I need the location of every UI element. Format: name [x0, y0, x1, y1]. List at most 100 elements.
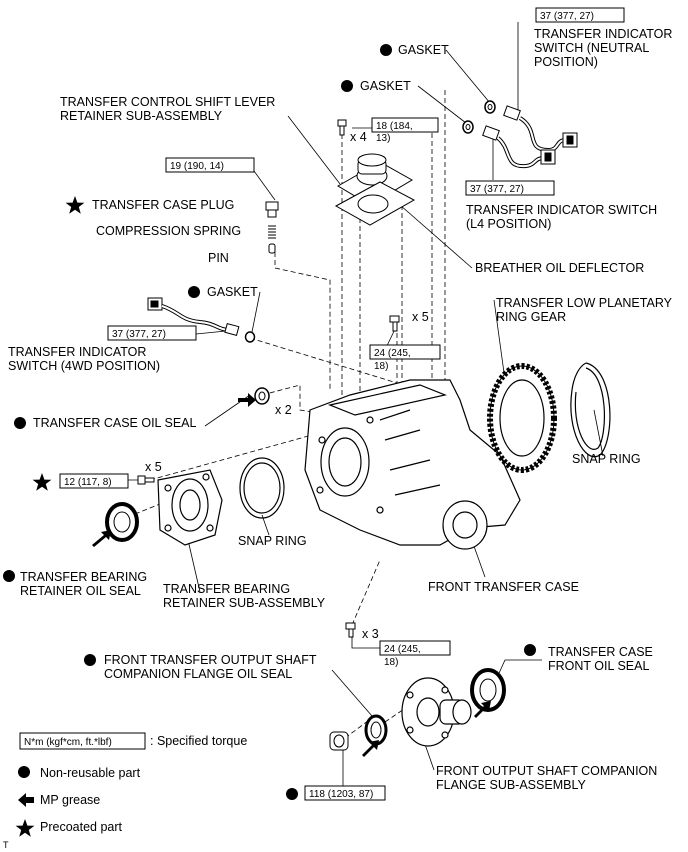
qty-x5-left: x 5	[145, 460, 162, 474]
case-plug-part	[265, 201, 279, 218]
low-planetary-ring-gear-part	[487, 363, 557, 473]
label-front-oil-seal: TRANSFER CASE FRONT OIL SEAL	[548, 645, 653, 673]
svg-text:24 (245,: 24 (245,	[384, 644, 421, 655]
svg-text:FLANGE SUB-ASSEMBLY: FLANGE SUB-ASSEMBLY	[436, 778, 586, 792]
label-compression-spring: COMPRESSION SPRING	[96, 224, 241, 238]
label-flange-oil-seal: FRONT TRANSFER OUTPUT SHAFT COMPANION FL…	[104, 653, 317, 681]
non-reusable-icon	[341, 80, 353, 92]
case-bolt	[389, 315, 400, 332]
compression-spring-part	[268, 225, 276, 239]
torque-box-9: 118 (1203, 87)	[304, 785, 386, 801]
legend-non-reusable-text: Non-reusable part	[40, 766, 141, 780]
grease-arrow-icon-2	[92, 530, 111, 547]
svg-text:TRANSFER CONTROL SHIFT LEVER: TRANSFER CONTROL SHIFT LEVER	[60, 95, 275, 109]
label-indicator-4wd: TRANSFER INDICATOR SWITCH (4WD POSITION)	[8, 345, 160, 373]
non-reusable-icon	[14, 417, 26, 429]
svg-text:TRANSFER CASE: TRANSFER CASE	[548, 645, 653, 659]
qty-x4: x 4	[350, 130, 367, 144]
label-snap-ring-right: SNAP RING	[572, 452, 641, 466]
svg-text:37 (377, 27): 37 (377, 27)	[540, 11, 594, 22]
svg-text:118 (1203, 87): 118 (1203, 87)	[309, 789, 373, 800]
companion-bolt	[345, 622, 356, 638]
snap-ring-left-part	[239, 457, 285, 519]
corner-mark: T	[3, 840, 9, 850]
qty-x5-top: x 5	[412, 310, 429, 324]
gasket-4wd-part	[244, 331, 256, 343]
non-reusable-icon	[380, 44, 392, 56]
gasket-ring-top	[484, 100, 496, 114]
legend-precoated-star-icon	[15, 819, 35, 837]
svg-text:18 (184,: 18 (184,	[376, 121, 413, 132]
svg-text:37 (377, 27): 37 (377, 27)	[112, 329, 166, 340]
svg-text:FRONT OIL SEAL: FRONT OIL SEAL	[548, 659, 649, 673]
legend-precoated-text: Precoated part	[40, 820, 123, 834]
qty-x2: x 2	[275, 403, 292, 417]
label-snap-ring-left: SNAP RING	[238, 534, 307, 548]
indicator-switch-4wd	[147, 297, 240, 336]
svg-text:FRONT TRANSFER OUTPUT SHAFT: FRONT TRANSFER OUTPUT SHAFT	[104, 653, 317, 667]
legend-torque-box	[19, 732, 146, 750]
svg-text:TRANSFER BEARING: TRANSFER BEARING	[20, 570, 147, 584]
torque-box-8: 24 (245, 18)	[379, 640, 451, 668]
label-pin: PIN	[208, 251, 229, 265]
pin-part	[268, 243, 276, 254]
non-reusable-icon	[3, 570, 15, 582]
svg-text:FRONT OUTPUT SHAFT COMPANION: FRONT OUTPUT SHAFT COMPANION	[436, 764, 657, 778]
non-reusable-icon	[84, 654, 96, 666]
retainer-bolt-left	[137, 475, 155, 485]
torque-box-1: 37 (377, 27)	[535, 7, 625, 23]
torque-box-7: 12 (117, 8)	[59, 473, 129, 489]
legend-torque-text: : Specified torque	[150, 734, 247, 748]
svg-text:19 (190, 14): 19 (190, 14)	[170, 161, 224, 172]
label-case-oil-seal: TRANSFER CASE OIL SEAL	[33, 416, 197, 430]
bearing-oil-seal-part	[105, 502, 139, 542]
svg-text:24 (245,: 24 (245,	[374, 348, 411, 359]
svg-text:RETAINER SUB-ASSEMBLY: RETAINER SUB-ASSEMBLY	[60, 109, 223, 123]
svg-text:TRANSFER INDICATOR: TRANSFER INDICATOR	[534, 27, 672, 41]
torque-box-3: 19 (190, 14)	[165, 157, 255, 173]
svg-text:COMPANION FLANGE OIL SEAL: COMPANION FLANGE OIL SEAL	[104, 667, 292, 681]
label-case-plug: TRANSFER CASE PLUG	[92, 198, 234, 212]
non-reusable-icon	[524, 644, 536, 656]
svg-text:12 (117, 8): 12 (117, 8)	[64, 477, 112, 488]
legend-torque-unit: N*m (kgf*cm, ft.*lbf)	[24, 737, 112, 748]
svg-text:TRANSFER LOW PLANETARY: TRANSFER LOW PLANETARY	[496, 296, 673, 310]
front-transfer-case-part	[304, 379, 521, 550]
legend-grease-arrow-icon	[18, 793, 34, 807]
label-front-case: FRONT TRANSFER CASE	[428, 580, 579, 594]
precoated-star-icon	[65, 196, 85, 214]
grease-arrow-icon-3	[362, 740, 379, 757]
label-breather: BREATHER OIL DEFLECTOR	[475, 261, 644, 275]
svg-text:RETAINER SUB-ASSEMBLY: RETAINER SUB-ASSEMBLY	[163, 596, 326, 610]
svg-text:SWITCH (4WD POSITION): SWITCH (4WD POSITION)	[8, 359, 160, 373]
companion-nut-part	[329, 731, 349, 751]
label-gasket-mid: GASKET	[360, 79, 411, 93]
label-bearing-retainer: TRANSFER BEARING RETAINER SUB-ASSEMBLY	[163, 582, 326, 610]
precoated-star-icon	[32, 473, 52, 491]
svg-text:POSITION): POSITION)	[534, 55, 598, 69]
indicator-switch-l4	[482, 125, 556, 169]
legend: N*m (kgf*cm, ft.*lbf) : Specified torque…	[15, 732, 247, 837]
torque-box-6: 24 (245, 18)	[369, 344, 441, 372]
indicator-switch-neutral	[503, 105, 578, 153]
gasket-ring-mid	[462, 120, 474, 134]
non-reusable-icon	[286, 788, 298, 800]
torque-box-4: 37 (377, 27)	[465, 180, 555, 196]
grease-arrow-icon	[238, 393, 256, 407]
legend-non-reusable-icon	[18, 766, 30, 778]
svg-text:TRANSFER BEARING: TRANSFER BEARING	[163, 582, 290, 596]
label-bearing-oil-seal: TRANSFER BEARING RETAINER OIL SEAL	[20, 570, 147, 598]
qty-x3: x 3	[362, 627, 379, 641]
retainer-bolt	[337, 119, 347, 136]
torque-box-2: 18 (184, 13)	[371, 117, 439, 144]
case-oil-seal-part	[254, 387, 270, 405]
svg-text:18): 18)	[374, 361, 388, 372]
svg-text:TRANSFER INDICATOR SWITCH: TRANSFER INDICATOR SWITCH	[466, 203, 657, 217]
label-gasket-top: GASKET	[398, 43, 449, 57]
svg-text:SWITCH (NEUTRAL: SWITCH (NEUTRAL	[534, 41, 649, 55]
svg-text:(L4 POSITION): (L4 POSITION)	[466, 217, 551, 231]
svg-text:RETAINER OIL SEAL: RETAINER OIL SEAL	[20, 584, 141, 598]
bearing-retainer-part	[157, 469, 223, 546]
snap-ring-right-part	[570, 362, 611, 458]
svg-text:37 (377, 27): 37 (377, 27)	[470, 184, 524, 195]
